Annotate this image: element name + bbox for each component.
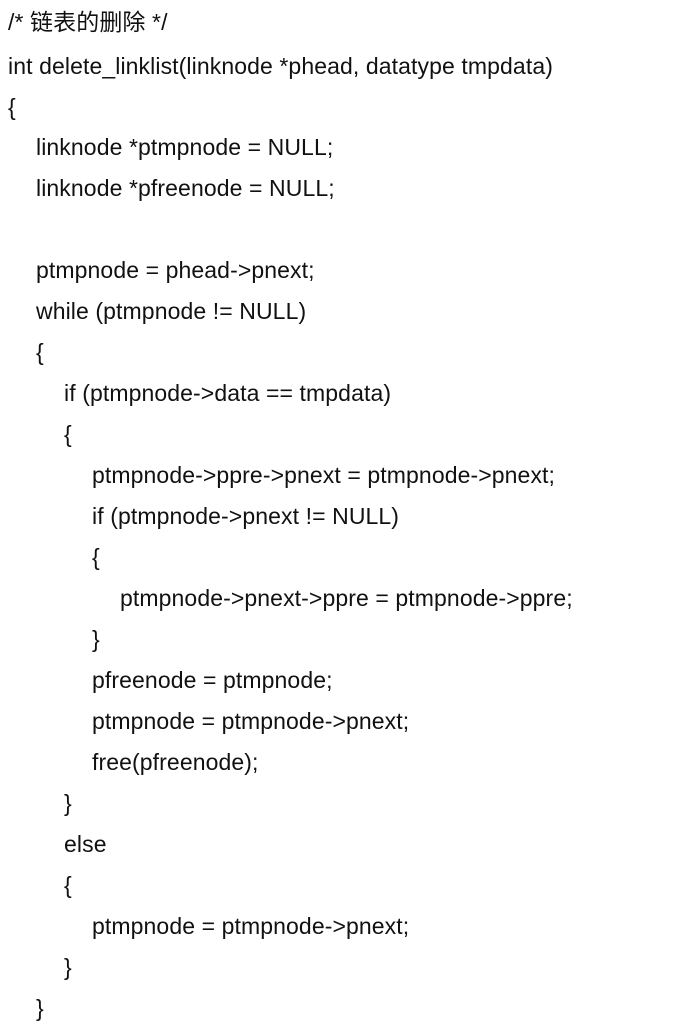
code-line-declare-ptmpnode: linknode *ptmpnode = NULL; (36, 134, 334, 160)
code-line-assign-ptmpnode: ptmpnode = phead->pnext; (36, 257, 315, 283)
code-line-else-advance: ptmpnode = ptmpnode->pnext; (92, 913, 410, 939)
code-line-if-next-open: { (92, 544, 100, 570)
code-line-if-next-close: } (92, 626, 100, 652)
code-line-open-brace: { (8, 94, 16, 120)
code-line-while-open: { (36, 339, 44, 365)
code-line-while-close: } (36, 995, 44, 1021)
code-line-unlink-prev: ptmpnode->pnext->ppre = ptmpnode->ppre; (120, 585, 573, 611)
code-line-else-close: } (64, 954, 72, 980)
code-line-assign-pfreenode: pfreenode = ptmpnode; (92, 667, 333, 693)
code-line-comment: /* 链表的删除 */ (8, 9, 168, 35)
code-line-else-open: { (64, 872, 72, 898)
code-line-if-open: { (64, 421, 72, 447)
code-line-unlink-next: ptmpnode->ppre->pnext = ptmpnode->pnext; (92, 462, 556, 488)
code-line-if-next: if (ptmpnode->pnext != NULL) (92, 503, 400, 529)
code-line-declare-pfreenode: linknode *pfreenode = NULL; (36, 175, 335, 201)
code-line-while: while (ptmpnode != NULL) (36, 298, 307, 324)
code-line-free: free(pfreenode); (92, 749, 259, 775)
code-line-if-data: if (ptmpnode->data == tmpdata) (64, 380, 392, 406)
code-line-else: else (64, 831, 107, 857)
code-line-function-signature: int delete_linklist(linknode *phead, dat… (8, 53, 553, 79)
code-line-if-close: } (64, 790, 72, 816)
code-line-advance-ptmpnode: ptmpnode = ptmpnode->pnext; (92, 708, 410, 734)
